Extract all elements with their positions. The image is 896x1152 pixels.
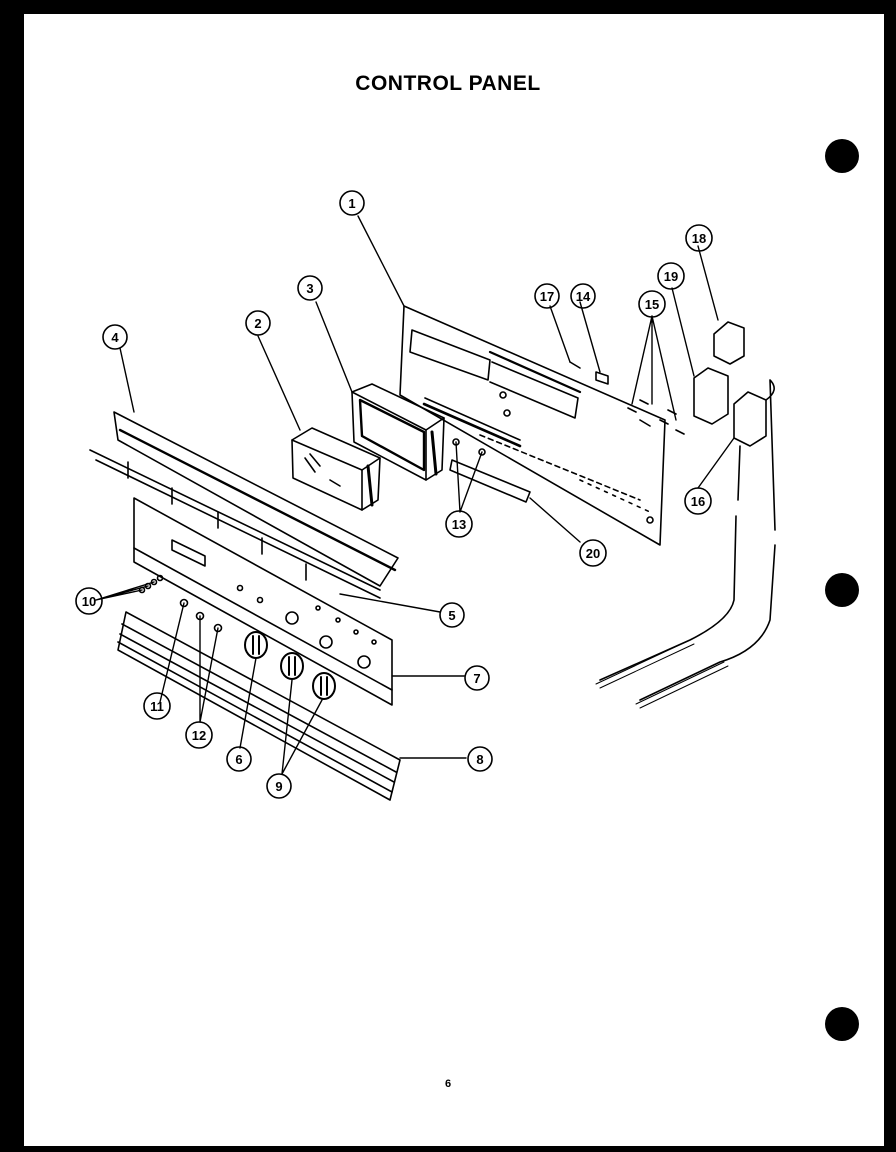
callouts: 1 2 3 4 5 6 7 8 9 10 11 12 13 14 15 16 1…	[75, 190, 713, 799]
callout-8: 8	[467, 746, 493, 772]
callout-15: 15	[638, 290, 666, 318]
page-title: CONTROL PANEL	[355, 72, 541, 95]
part-front-panel	[133, 497, 393, 706]
callout-number: 12	[192, 728, 206, 743]
callout-19: 19	[657, 262, 685, 290]
callout-number: 11	[150, 699, 164, 714]
callout-14: 14	[570, 283, 596, 309]
binder-hole-middle	[825, 573, 859, 607]
callout-number: 14	[576, 289, 591, 304]
leader-lines	[95, 215, 735, 775]
callout-number: 7	[473, 671, 480, 686]
callout-number: 4	[111, 330, 119, 345]
part-fittings	[569, 361, 609, 385]
part-bracket	[449, 438, 531, 503]
binder-hole-top	[825, 139, 859, 173]
callout-3: 3	[297, 275, 323, 301]
callout-12: 12	[185, 721, 213, 749]
part-bottom-extrusion	[117, 611, 401, 801]
binder-hole-bottom	[825, 1007, 859, 1041]
callout-16: 16	[684, 487, 712, 515]
callout-number: 8	[476, 752, 483, 767]
callout-number: 1	[348, 196, 355, 211]
callout-number: 9	[275, 779, 282, 794]
callout-number: 13	[452, 517, 466, 532]
callout-13: 13	[445, 510, 473, 538]
callout-18: 18	[685, 224, 713, 252]
part-top-trim	[89, 411, 399, 599]
callout-number: 19	[664, 269, 678, 284]
callout-number: 17	[540, 289, 554, 304]
callout-9: 9	[266, 773, 292, 799]
part-rear-panel	[399, 305, 666, 546]
callout-number: 6	[235, 752, 242, 767]
part-relay-clips	[627, 399, 685, 435]
callout-number: 15	[645, 297, 659, 312]
part-timer-module	[291, 427, 381, 511]
callout-10: 10	[75, 587, 103, 615]
callout-5: 5	[439, 602, 465, 628]
callout-7: 7	[464, 665, 490, 691]
callout-17: 17	[534, 283, 560, 309]
callout-number: 10	[82, 594, 96, 609]
callout-20: 20	[579, 539, 607, 567]
callout-number: 20	[586, 546, 600, 561]
callout-number: 2	[254, 316, 261, 331]
callout-11: 11	[143, 692, 171, 720]
callout-number: 5	[448, 608, 455, 623]
callout-6: 6	[226, 746, 252, 772]
part-window-frame	[351, 383, 445, 481]
page-number: 6	[444, 1078, 452, 1090]
callout-4: 4	[102, 324, 128, 350]
callout-number: 16	[691, 494, 705, 509]
part-components-wiring	[595, 321, 776, 709]
callout-number: 3	[306, 281, 313, 296]
callout-1: 1	[339, 190, 365, 216]
callout-2: 2	[245, 310, 271, 336]
callout-number: 18	[692, 231, 706, 246]
